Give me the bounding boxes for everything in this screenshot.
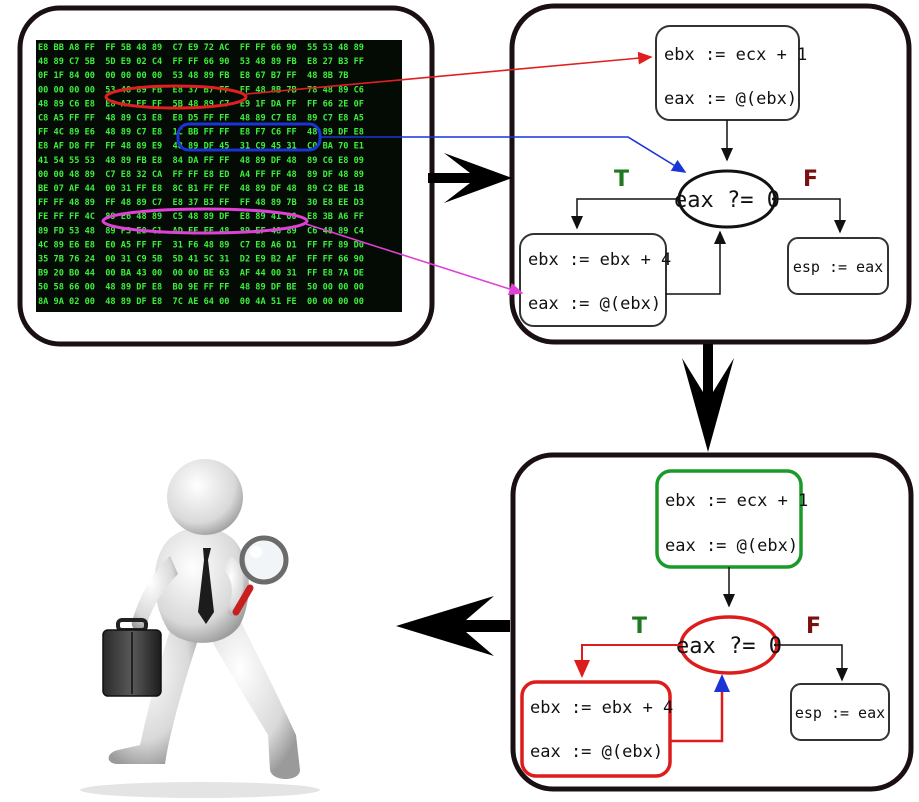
figure-front-leg [200, 610, 300, 779]
figure-head [167, 459, 243, 535]
flow-arrow-right [428, 153, 512, 203]
flow-arrow-down [682, 344, 734, 452]
cfg-bottom-edge-false [777, 644, 848, 682]
hex-rows: E8 BB A8 FF FF 5B 48 89 C7 E9 72 AC FF F… [38, 43, 364, 307]
hex-row: B9 20 B0 44 00 BA 43 00 00 00 BE 63 AF 4… [38, 269, 364, 279]
cfg-top-block-a-line2: eax := @(ebx) [664, 89, 797, 109]
hex-row: 00 00 00 00 53 48 89 FB E8 37 B7 FF FF 4… [38, 85, 364, 95]
cfg-bottom-edge-loop [670, 690, 724, 743]
cfg-bottom-false-label: F [806, 614, 821, 639]
cfg-top-block-false [787, 237, 889, 295]
cfg-top-condition-text: eax ?= 0 [674, 188, 780, 213]
hex-row: 8A 9A 02 00 48 89 DF E8 7C AE 64 00 00 4… [38, 297, 364, 307]
cfg-top-block-true-line2: eax := @(ebx) [528, 294, 661, 314]
cfg-bottom-block-true [520, 680, 672, 778]
cfg-bottom-block-a-line2: eax := @(ebx) [665, 536, 798, 556]
hex-row: 89 FD 53 48 89 F3 E8 C1 AD FF FF 48 89 E… [38, 226, 364, 236]
hex-row: 35 7B 76 24 00 31 C9 5B 5D 41 5C 31 D2 E… [38, 255, 364, 265]
cfg-bottom-block-true-line2: eax := @(ebx) [530, 742, 663, 762]
hex-row: C8 A5 FF FF 48 89 C3 E8 E8 D5 FF FF 48 8… [38, 114, 364, 124]
connector-magenta [305, 223, 524, 296]
hex-row: FF FF 48 89 FF 48 89 C7 E8 37 B3 FF FF 4… [38, 198, 364, 208]
hex-row: FE FF FF 4C 89 E6 48 89 C5 48 89 DF E8 8… [38, 212, 364, 222]
cfg-top-block-false-text: esp := eax [793, 258, 883, 276]
hex-row: 48 89 C7 5B 5D E9 02 C4 FF FF 66 90 53 4… [38, 57, 364, 67]
flow-arrow-left [396, 596, 510, 656]
cfg-top-block-true [519, 233, 667, 327]
cfg-panel-bottom: ebx := ecx + 1 eax := @(ebx) eax ?= 0 T … [510, 452, 914, 792]
hex-row: 0F 1F 84 00 00 00 00 00 53 48 89 FB E8 6… [38, 71, 348, 81]
hex-dump-panel: E8 BB A8 FF FF 5B 48 89 C7 E9 72 AC FF F… [17, 5, 435, 347]
investigator-illustration [80, 459, 320, 798]
magnifier-glint [250, 546, 262, 558]
cfg-top-block-true-line1: ebx := ebx + 4 [528, 250, 671, 270]
cfg-bottom-block-false-text: esp := eax [795, 704, 885, 722]
hex-row: E8 BB A8 FF FF 5B 48 89 C7 E9 72 AC FF F… [38, 43, 364, 53]
cfg-panel-top: ebx := ecx + 1 eax := @(ebx) eax ?= 0 T … [509, 3, 912, 345]
hex-row: FF 4C 89 E6 48 89 C7 E8 1C BB FF FF E8 F… [38, 128, 364, 138]
cfg-bottom-block-true-line1: ebx := ebx + 4 [530, 698, 673, 718]
cfg-top-true-label: T [614, 167, 629, 192]
highlight-magenta-oval [101, 207, 309, 235]
cfg-top-edge-loop [666, 230, 726, 295]
hex-row: 41 54 55 53 48 89 FB E8 84 DA FF FF 48 8… [38, 156, 364, 166]
magnifier-handle [232, 584, 254, 616]
figure-left-arm [131, 556, 178, 631]
hex-row: BE 07 AF 44 00 31 FF E8 8C B1 FF FF 48 8… [38, 184, 364, 194]
tie-icon [198, 548, 214, 624]
cfg-bottom-block-false [790, 683, 890, 741]
cfg-bottom-edge-true [574, 644, 681, 678]
cfg-top-false-label: F [803, 167, 818, 192]
ground-shadow [80, 782, 320, 798]
hex-row: 48 89 C6 E8 E8 A7 FF FF 5B 48 89 C7 E9 1… [38, 99, 364, 109]
cfg-bottom-true-label: T [632, 614, 647, 639]
cfg-bottom-block-a-line1: ebx := ecx + 1 [665, 491, 808, 511]
hex-row: 50 58 66 00 48 89 DF E8 B0 9E FF FF 48 8… [38, 283, 364, 293]
highlight-red-oval [104, 84, 248, 110]
cfg-top-block-a-line1: ebx := ecx + 1 [664, 45, 807, 65]
hex-row: 4C 89 E6 E8 E0 A5 FF FF 31 F6 48 89 C7 E… [38, 240, 364, 250]
connector-red [245, 51, 653, 95]
magnifying-glass-icon [239, 535, 289, 585]
cfg-top-edge-true [571, 198, 679, 230]
cfg-bottom-condition-text: eax ?= 0 [676, 634, 782, 659]
hex-row: E8 AF D8 FF FF 48 89 E9 48 89 DF 45 31 C… [38, 142, 364, 152]
cfg-top-edge-false [775, 198, 846, 234]
hex-row: 00 00 48 89 C7 E8 32 CA FF FF E8 ED A4 F… [38, 170, 364, 180]
connector-blue [320, 136, 687, 173]
